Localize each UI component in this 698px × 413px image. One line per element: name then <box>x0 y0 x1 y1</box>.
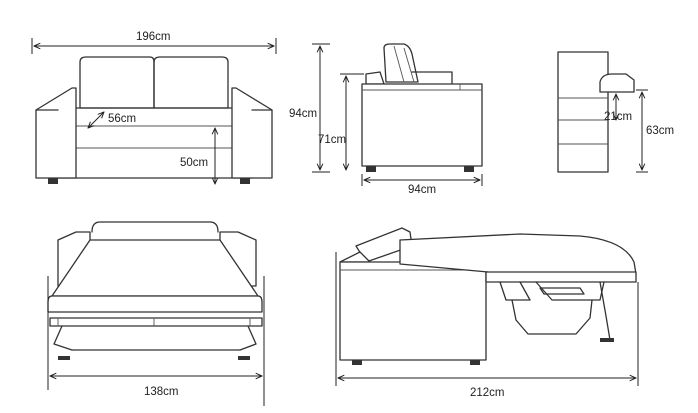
dimension-mattress-thickness: 21cm <box>604 94 632 123</box>
dimension-height: 94cm <box>289 43 330 173</box>
dimension-width: 196cm <box>31 31 277 54</box>
label-width: 196cm <box>136 31 171 43</box>
dimension-seat-depth: 56cm <box>88 112 136 128</box>
label-bed-height: 63cm <box>646 125 674 137</box>
label-depth: 94cm <box>408 184 436 196</box>
front-view-sofa <box>35 56 273 184</box>
dimension-seat-height: 50cm <box>180 128 215 184</box>
dimension-arm-height: 71cm <box>318 73 364 170</box>
dimension-bed-width: 138cm <box>47 276 265 406</box>
dimension-depth: 94cm <box>361 174 483 196</box>
open-bed-side-view <box>339 227 637 365</box>
label-mattress-thickness: 21cm <box>604 111 632 123</box>
label-seat-depth: 56cm <box>108 113 136 125</box>
label-height: 94cm <box>289 108 317 120</box>
side-view-sofa <box>361 43 483 172</box>
mattress-section-view <box>557 51 635 173</box>
dimension-bed-length: 212cm <box>335 252 639 399</box>
label-bed-width: 138cm <box>144 386 179 398</box>
dimension-bed-height: 63cm <box>636 89 674 173</box>
label-bed-length: 212cm <box>470 387 505 399</box>
label-seat-height: 50cm <box>180 157 208 169</box>
open-bed-front-view <box>47 221 263 360</box>
label-arm-height: 71cm <box>318 134 346 146</box>
